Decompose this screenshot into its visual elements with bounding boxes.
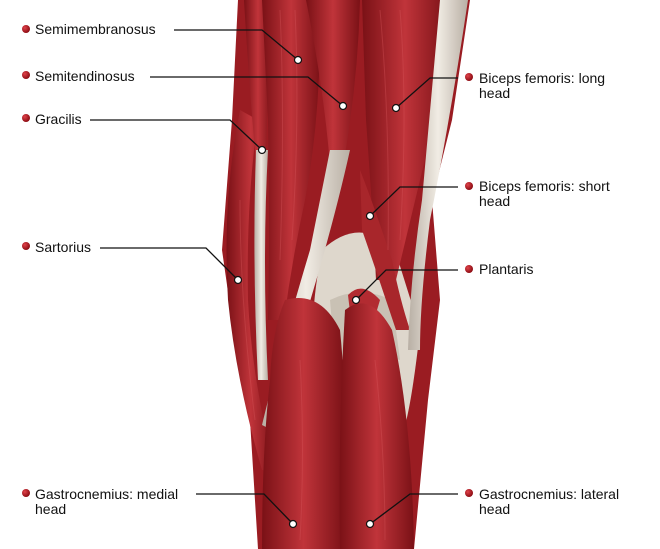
biceps-long-head-muscle [362, 0, 448, 280]
bullet-gracilis [22, 114, 30, 122]
leader-gastroc-lateral [369, 493, 458, 525]
leader-semimembranosus [174, 29, 299, 61]
label-semimembranosus: Semimembranosus [35, 21, 156, 37]
target-markers [233, 55, 401, 529]
leader-semitendinosus [150, 76, 344, 107]
gracilis-tendon [254, 150, 268, 380]
marker-gastroc-lateral [365, 519, 375, 529]
label-plantaris: Plantaris [479, 261, 534, 277]
bullet-plantaris [465, 265, 473, 273]
label-gracilis: Gracilis [35, 111, 82, 127]
bullet-gastroc-lateral [465, 489, 473, 497]
marker-biceps-short [365, 211, 375, 221]
label-gastroc-lateral: Gastrocnemius: lateral head [479, 486, 620, 517]
leader-biceps-long [395, 77, 458, 109]
leader-gracilis [90, 119, 263, 151]
leader-plantaris [355, 269, 458, 301]
leader-sartorius [100, 247, 239, 281]
marker-gracilis [257, 145, 267, 155]
label-gastroc-medial: Gastrocnemius: medial head [35, 486, 179, 517]
label-biceps-short: Biceps femoris: short head [479, 178, 610, 209]
bullet-sartorius [22, 242, 30, 250]
bullet-biceps-short [465, 182, 473, 190]
label-sartorius: Sartorius [35, 239, 92, 255]
biceps-short-head-muscle [360, 170, 410, 330]
label-semitendinosus: Semitendinosus [35, 68, 135, 84]
leader-gastroc-medial [196, 493, 294, 525]
gastrocnemius-lateral-head [339, 303, 414, 549]
bullet-biceps-long [465, 73, 473, 81]
leader-lines [90, 29, 458, 525]
label-biceps-long: Biceps femoris: long head [479, 70, 606, 101]
marker-plantaris [351, 295, 361, 305]
biceps-tendon [408, 0, 468, 350]
marker-semitendinosus [338, 101, 348, 111]
bullet-semitendinosus [22, 71, 30, 79]
marker-semimembranosus [293, 55, 303, 65]
semimembranosus-muscle [262, 0, 321, 320]
bullet-semimembranosus [22, 25, 30, 33]
marker-gastroc-medial [288, 519, 298, 529]
marker-biceps-long [391, 103, 401, 113]
sartorius-muscle [226, 110, 275, 470]
marker-sartorius [233, 275, 243, 285]
muscle-fibres [239, 9, 405, 541]
semitendinosus-muscle [306, 0, 360, 165]
gastrocnemius-medial-head [262, 298, 345, 549]
bullet-gastroc-medial [22, 489, 30, 497]
leader-biceps-short [369, 186, 458, 217]
